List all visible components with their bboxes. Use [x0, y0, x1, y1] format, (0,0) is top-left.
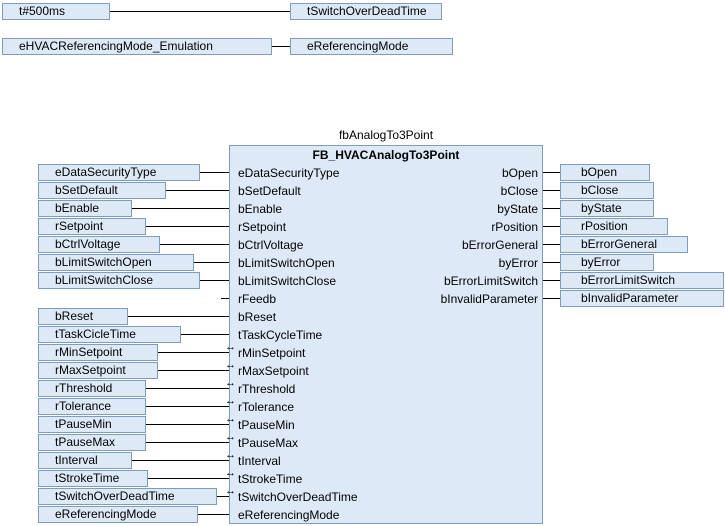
- input-pin-label: rThreshold: [238, 382, 296, 396]
- inout-arrow-icon: ↔: [225, 485, 236, 497]
- input-variable[interactable]: bLimitSwitchClose: [38, 272, 200, 289]
- fb-instance-name: fbAnalogTo3Point: [338, 128, 434, 142]
- output-variable[interactable]: bErrorLimitSwitch: [560, 272, 724, 289]
- output-pin-label: rPosition: [491, 220, 538, 234]
- input-pin-label: bReset: [238, 310, 277, 324]
- output-pin-label: byError: [498, 256, 538, 270]
- output-variable[interactable]: byError: [560, 254, 654, 271]
- output-pin-label: bErrorGeneral: [461, 238, 538, 252]
- assignment-target-mode[interactable]: eReferencingMode: [290, 38, 453, 55]
- input-pin-label: rTolerance: [238, 400, 295, 414]
- input-pin-label: tSwitchOverDeadTime: [238, 490, 358, 504]
- input-variable[interactable]: rSetpoint: [38, 218, 146, 235]
- input-pin-label: tPauseMax: [238, 436, 299, 450]
- input-variable[interactable]: bEnable: [38, 200, 132, 217]
- input-pin-label: bLimitSwitchOpen: [238, 256, 335, 270]
- output-pin-label: bInvalidParameter: [440, 292, 538, 306]
- constant-input-mode[interactable]: eHVACReferencingMode_Emulation: [2, 38, 272, 55]
- input-pin-label: bSetDefault: [238, 184, 301, 198]
- input-variable[interactable]: eDataSecurityType: [38, 164, 200, 181]
- input-variable[interactable]: bSetDefault: [38, 182, 166, 199]
- input-variable[interactable]: tSwitchOverDeadTime: [38, 488, 217, 505]
- input-variable[interactable]: eReferencingMode: [38, 506, 198, 523]
- input-variable[interactable]: rMinSetpoint: [38, 344, 158, 361]
- output-variable[interactable]: bInvalidParameter: [560, 290, 724, 307]
- output-variable[interactable]: byState: [560, 200, 654, 217]
- input-variable[interactable]: tTaskCicleTime: [38, 326, 181, 343]
- output-variable[interactable]: bClose: [560, 182, 654, 199]
- input-pin-label: bLimitSwitchClose: [238, 274, 337, 288]
- output-variable[interactable]: rPosition: [560, 218, 668, 235]
- input-variable[interactable]: bLimitSwitchOpen: [38, 254, 194, 271]
- input-pin-label: eDataSecurityType: [238, 166, 340, 180]
- inout-arrow-icon: ↔: [225, 431, 236, 443]
- input-pin-label: bEnable: [238, 202, 283, 216]
- output-variable[interactable]: bErrorGeneral: [560, 236, 688, 253]
- input-variable[interactable]: tStrokeTime: [38, 470, 148, 487]
- input-pin-label: eReferencingMode: [238, 508, 340, 522]
- output-variable[interactable]: bOpen: [560, 164, 650, 181]
- inout-arrow-icon: ↔: [225, 395, 236, 407]
- output-pin-label: bErrorLimitSwitch: [443, 274, 538, 288]
- assignment-target-switchover[interactable]: tSwitchOverDeadTime: [290, 3, 442, 20]
- input-variable[interactable]: tPauseMax: [38, 434, 146, 451]
- inout-arrow-icon: ↔: [225, 413, 236, 425]
- input-variable[interactable]: rMaxSetpoint: [38, 362, 158, 379]
- input-variable[interactable]: bReset: [38, 308, 128, 325]
- input-pin-label: tInterval: [238, 454, 281, 468]
- input-variable[interactable]: bCtrlVoltage: [38, 236, 160, 253]
- input-pin-label: rMaxSetpoint: [238, 364, 309, 378]
- inout-arrow-icon: ↔: [225, 341, 236, 353]
- input-variable[interactable]: rThreshold: [38, 380, 146, 397]
- input-variable[interactable]: tInterval: [38, 452, 132, 469]
- fb-type-name: FB_HVACAnalogTo3Point: [312, 148, 460, 162]
- input-pin-label: bCtrlVoltage: [238, 238, 304, 252]
- inout-arrow-icon: ↔: [225, 467, 236, 479]
- input-pin-label: tTaskCycleTime: [238, 328, 323, 342]
- input-pin-label: rSetpoint: [238, 220, 287, 234]
- function-block[interactable]: FB_HVACAnalogTo3Point eDataSecurityType b…: [229, 145, 543, 524]
- input-pin-label: rMinSetpoint: [238, 346, 306, 360]
- input-pin-label: tPauseMin: [238, 418, 295, 432]
- output-pin-label: bOpen: [501, 166, 538, 180]
- input-variable[interactable]: tPauseMin: [38, 416, 146, 433]
- output-pin-label: bClose: [500, 184, 538, 198]
- inout-arrow-icon: ↔: [225, 359, 236, 371]
- input-variable[interactable]: rTolerance: [38, 398, 146, 415]
- input-pin-label: rFeedb: [238, 292, 277, 306]
- inout-arrow-icon: ↔: [225, 449, 236, 461]
- output-pin-label: byState: [497, 202, 538, 216]
- constant-input-time[interactable]: t#500ms: [2, 3, 110, 20]
- inout-arrow-icon: ↔: [225, 377, 236, 389]
- input-pin-label: tStrokeTime: [238, 472, 303, 486]
